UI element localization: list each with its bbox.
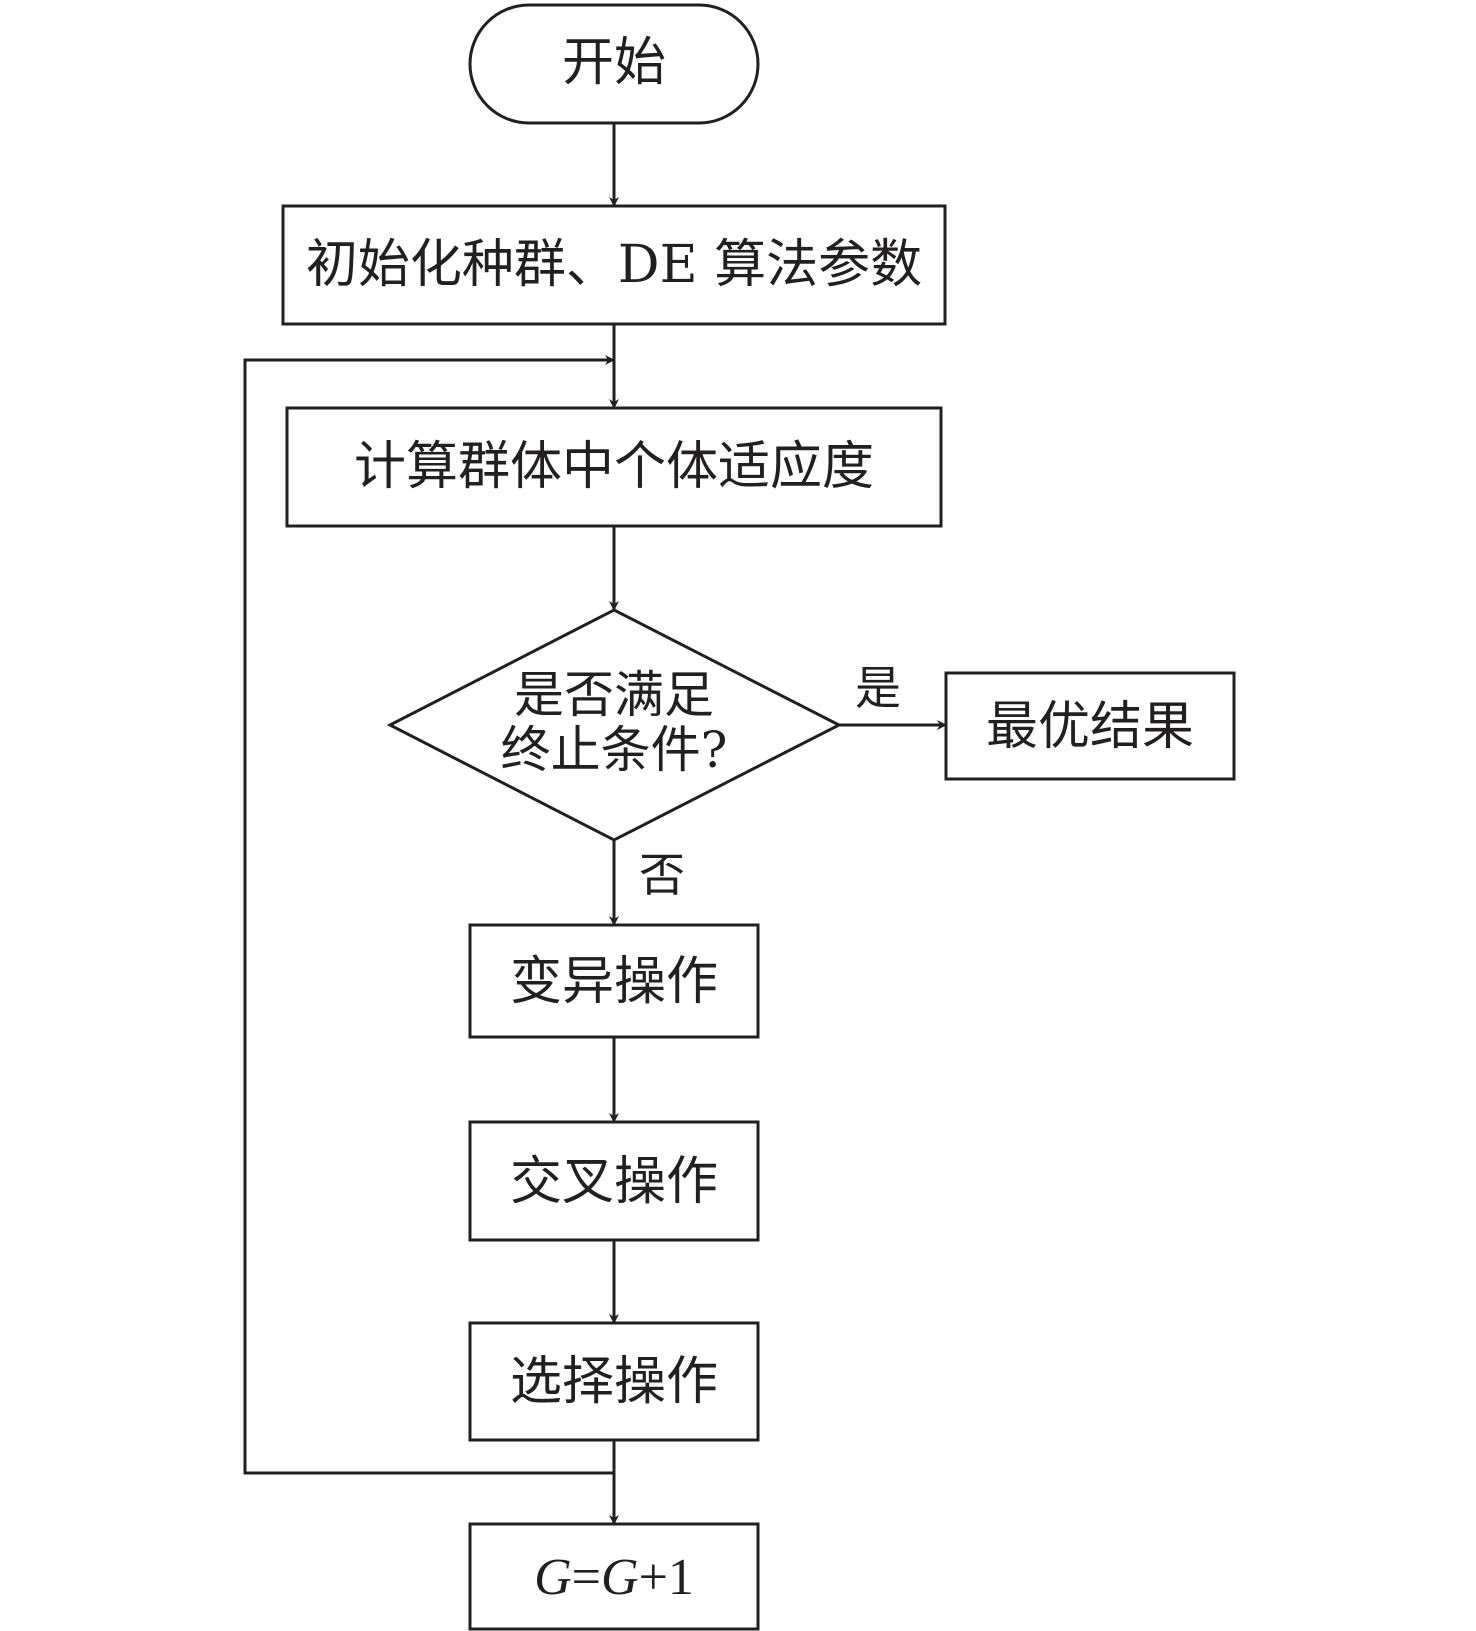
- crossover-label: 交叉操作: [510, 1152, 718, 1212]
- decision-label-line1: 是否满足: [514, 666, 714, 724]
- start-label: 开始: [562, 33, 666, 93]
- increment-node: [468, 1522, 760, 1631]
- mutation-label: 变异操作: [510, 952, 718, 1012]
- edge-loop-back: [243, 355, 615, 1475]
- selection-label: 选择操作: [510, 1352, 718, 1412]
- init-node: [281, 204, 947, 326]
- increment-label: G=G+1: [534, 1549, 694, 1606]
- edge-label-no: 否: [639, 848, 685, 902]
- increment-equals: =: [572, 1549, 601, 1606]
- fitness-label: 计算群体中个体适应度: [354, 437, 874, 497]
- increment-plus-one: +1: [639, 1549, 694, 1606]
- increment-var-2: G: [601, 1549, 639, 1606]
- init-label: 初始化种群、DE 算法参数: [306, 235, 922, 295]
- best-label: 最优结果: [986, 697, 1194, 757]
- increment-var-1: G: [534, 1549, 572, 1606]
- edge-label-yes: 是: [855, 661, 901, 715]
- best-node: [944, 671, 1236, 781]
- decision-label-line2: 终止条件?: [501, 721, 728, 779]
